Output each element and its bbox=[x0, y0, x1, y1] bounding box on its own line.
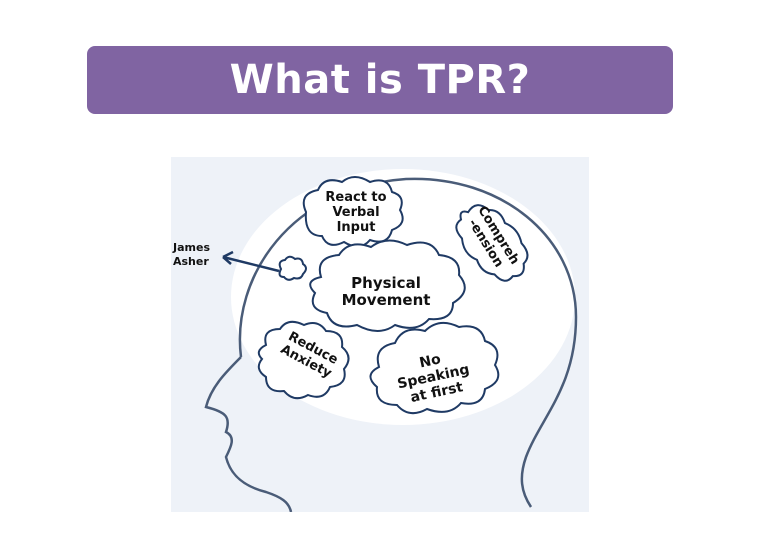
james-asher-label: James Asher bbox=[173, 241, 210, 270]
cloud-text: Verbal bbox=[332, 204, 380, 220]
title-bar: What is TPR? bbox=[87, 46, 673, 114]
cloud-physical-movement: Physical Movement bbox=[331, 274, 441, 310]
cloud-text: React to bbox=[325, 190, 387, 205]
small-thought-cloud bbox=[278, 255, 307, 281]
cloud-text: Movement bbox=[341, 291, 431, 310]
cloud-text: Physical bbox=[351, 274, 421, 292]
label-line: Asher bbox=[173, 255, 209, 269]
label-line: James bbox=[173, 241, 210, 254]
head-outline-icon bbox=[204, 169, 578, 512]
cloud-react-to-verbal-input: React to Verbal Input bbox=[311, 190, 401, 236]
slide-title: What is TPR? bbox=[229, 57, 531, 103]
head-diagram: James Asher React to Verbal Input Compre… bbox=[171, 157, 589, 512]
cloud-text: Input bbox=[336, 219, 376, 235]
